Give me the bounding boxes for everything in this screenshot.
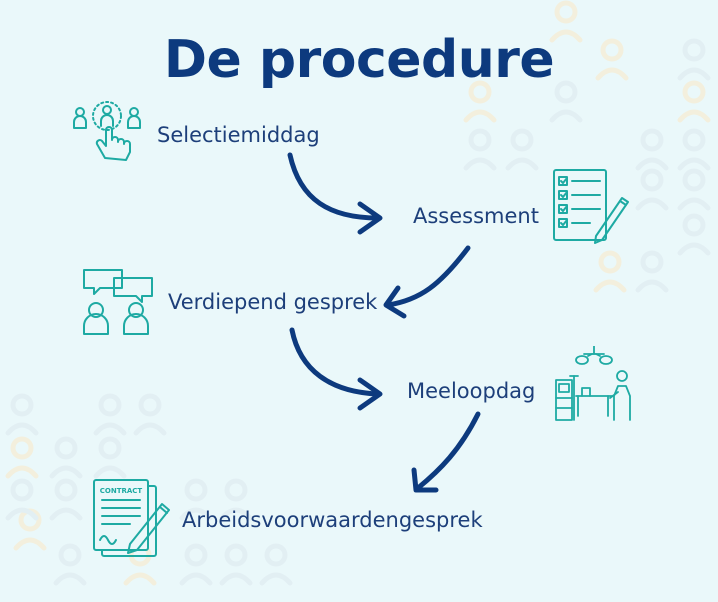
contract-icon-label: CONTRACT (100, 487, 143, 495)
step-verdiepend-gesprek: Verdiepend gesprek (168, 290, 378, 314)
page-title: De procedure (163, 30, 555, 90)
step-arbeidsvoorwaardengesprek: Arbeidsvoorwaardengesprek (182, 508, 483, 532)
contract-icon: CONTRACT (93, 479, 170, 557)
hospital-room-icon (555, 346, 631, 421)
step-assessment: Assessment (413, 204, 539, 228)
step-meeloopdag: Meeloopdag (407, 379, 536, 403)
selection-hand-icon (73, 101, 141, 161)
conversation-icon (83, 269, 153, 335)
checklist-icon (553, 169, 629, 244)
step-selectiemiddag: Selectiemiddag (157, 123, 320, 147)
